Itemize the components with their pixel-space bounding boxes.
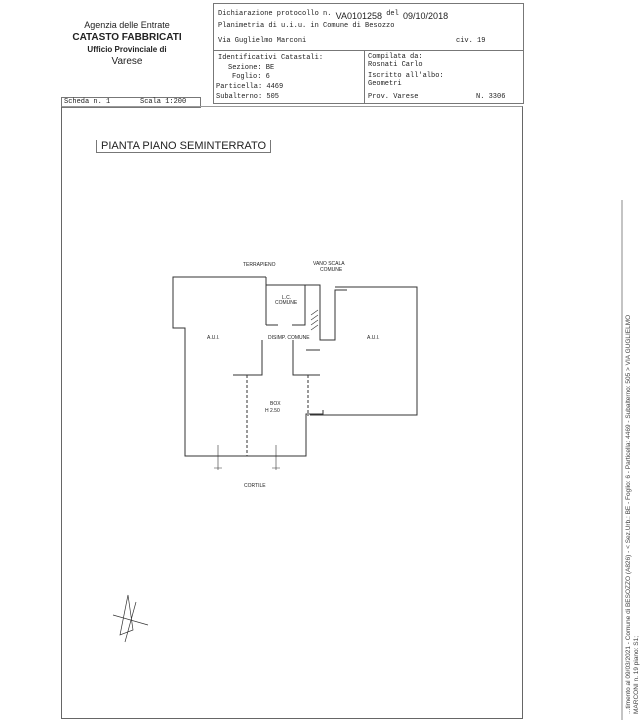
side-line-1: ...timento al 09/03/2021 - Comune di BES… xyxy=(625,314,632,714)
divider xyxy=(364,50,365,103)
address: Via Guglielmo Marconi xyxy=(218,37,307,45)
wall-box xyxy=(233,340,320,376)
stair-lines xyxy=(310,309,319,331)
compilata-label: Compilata da: xyxy=(368,53,423,61)
drawing-frame xyxy=(61,106,523,719)
label-aui-right: A.U.I. xyxy=(367,335,380,341)
date-label: del xyxy=(386,10,399,18)
box-dashed xyxy=(246,375,309,456)
protocol-number: VA0101258 xyxy=(335,11,383,21)
office-city: Varese xyxy=(111,56,143,67)
wall-lc xyxy=(265,277,306,326)
agency-block: Agenzia delle Entrate CATASTO FABBRICATI… xyxy=(62,20,192,67)
protocol-label: Dichiarazione protocollo n. xyxy=(218,10,332,18)
wall-right-unit xyxy=(310,286,418,416)
protocol-date: 09/10/2018 xyxy=(403,11,449,21)
sezione: Sezione: BE xyxy=(228,64,275,72)
compiler-name: Rosnati Carlo xyxy=(368,61,423,69)
side-annotation: ...timento al 09/03/2021 - Comune di BES… xyxy=(625,315,640,714)
section-marks xyxy=(214,445,280,470)
ident-title: Identificativi Catastali: xyxy=(218,54,324,62)
label-lc: L.C. xyxy=(282,295,292,301)
label-box: BOX xyxy=(270,401,281,407)
label-terrapieno: TERRAPIENO xyxy=(243,262,276,268)
wall-stair xyxy=(305,284,347,351)
label-cortile: CORTILE xyxy=(244,483,266,489)
label-vano-scala: VANO SCALA xyxy=(313,261,345,267)
label-vano-comune: COMUNE xyxy=(320,267,343,273)
compass-rose-icon xyxy=(112,594,149,643)
label-aui-left: A.U.I. xyxy=(207,335,220,341)
scale: Scala 1:200 xyxy=(140,98,187,106)
subalterno: Subalterno: 505 xyxy=(216,93,280,101)
iscritto-label: Iscritto all'albo: xyxy=(368,72,444,80)
catasto-title: CATASTO FABBRICATI xyxy=(72,32,182,43)
sheet-box: Scheda n. 1 Scala 1:200 xyxy=(61,97,201,108)
planimetry-text: Planimetria di u.i.u. in Comune di Besoz… xyxy=(218,22,395,30)
scheda-number: Scheda n. 1 xyxy=(64,98,111,106)
office-label: Ufficio Provinciale di xyxy=(87,45,167,54)
albo: Geometri xyxy=(368,80,402,88)
plan-title: PIANTA PIANO SEMINTERRATO xyxy=(96,140,272,153)
label-box-height: H 2.50 xyxy=(265,408,280,414)
wall-left-unit xyxy=(172,276,324,457)
label-disimpegno: DISIMP. COMUNE xyxy=(268,335,310,341)
province: Prov. Varese xyxy=(368,93,419,101)
header-box: Dichiarazione protocollo n. VA0101258 de… xyxy=(213,3,524,104)
label-lc-comune: COMUNE xyxy=(275,300,298,306)
particella: Particella: 4469 xyxy=(216,83,284,91)
registration-number: N. 3306 xyxy=(476,93,506,101)
foglio: Foglio: 6 xyxy=(232,73,270,81)
side-line-2: MARCONI n. 19 piano: S1; xyxy=(632,635,640,714)
agency-name: Agenzia delle Entrate xyxy=(84,20,170,30)
divider xyxy=(214,50,523,51)
civic-number: civ. 19 xyxy=(456,37,486,45)
